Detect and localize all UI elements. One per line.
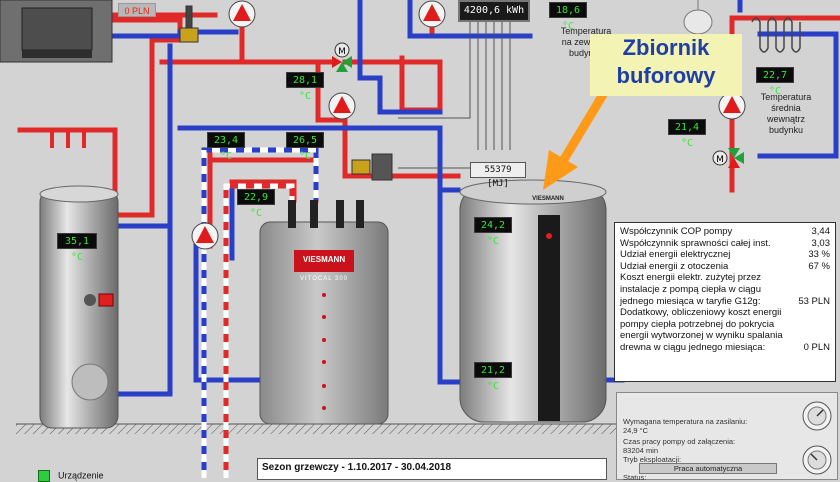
pipe-left-temp: 23,4 °C (207, 132, 245, 162)
controller-panel: Wymagana temperatura na zasilaniu: 24,9 … (616, 392, 838, 482)
controller-mode-label: Tryb eksploatacji: (623, 455, 682, 464)
energy-meter: 4200,6 kWh (458, 0, 530, 22)
controller-status-label: Status: (623, 473, 647, 482)
legend-green-square-icon (38, 470, 50, 482)
controller-mode-field[interactable]: Praca automatyczna (639, 463, 777, 474)
heatpump-model: VITOCAL 300 (299, 276, 349, 282)
info-row: Koszt energii elektr. zużytej przez (620, 272, 761, 284)
cost-readout: 0 PLN (118, 3, 156, 17)
indoor-temp-readout: 22,7 °C (756, 67, 794, 97)
striped-pipes (201, 147, 319, 478)
controller-required-temp: 24,9 °C (623, 426, 649, 435)
dhw-tank-temp: 35,1 °C (57, 233, 97, 263)
callout-arrow (543, 83, 612, 190)
info-row: pompy ciepła potrzebnej do pokrycia (620, 318, 775, 330)
buffer-brand: VIESMANN (532, 196, 564, 202)
controller-runtime: 83204 min (623, 446, 659, 455)
ground-hatch (16, 424, 616, 434)
dial-icon[interactable] (802, 401, 832, 431)
info-row: jednego miesiąca w taryfie G12g:53 PLN (620, 295, 830, 307)
outdoor-temp-readout: 18,6 °C (549, 2, 587, 32)
controller-runtime-label: Czas pracy pompy od załączenia: (623, 437, 736, 446)
info-row: Współczynnik sprawności całej inst.3,03 (620, 237, 830, 249)
info-row: drewna w ciągu jednego miesiąca:0 PLN (620, 341, 830, 353)
mj-meter: 55379 [MJ] (470, 162, 526, 189)
buffer-top-temp: 24,2 °C (474, 217, 512, 247)
legend: Urządzenie (38, 470, 104, 482)
signal-lines (398, 22, 511, 169)
mixer-top-temp: 28,1 °C (286, 72, 324, 102)
controller-required-temp-label: Wymagana temperatura na zasilaniu: (623, 417, 748, 426)
heat-pump-body (259, 221, 389, 425)
info-row: instalacje z pompą ciepła w ciągu (620, 283, 761, 295)
radiator-stubs (50, 130, 86, 148)
heating-season-label: Sezon grzewczy - 1.10.2017 - 30.04.2018 (257, 458, 607, 480)
radiator-coil (751, 17, 801, 53)
buffer-bottom-temp: 21,2 °C (474, 362, 512, 392)
right-circuit-temp: 21,4 °C (668, 119, 706, 149)
heatpump-brand: VIESMANN (302, 255, 346, 264)
cold-pipes (109, 0, 839, 397)
pipe-right-temp: 26,5 °C (286, 132, 324, 162)
dial-icon[interactable] (802, 445, 832, 475)
info-row: Dodatkowy, obliczeniowy koszt energii (620, 307, 782, 319)
expansion-vessel (683, 9, 713, 35)
heatpump-return-temp: 22,9 °C (237, 189, 275, 219)
controller-dials (802, 401, 832, 475)
info-row: energii wytworzonej w wyniku spalania (620, 330, 783, 342)
